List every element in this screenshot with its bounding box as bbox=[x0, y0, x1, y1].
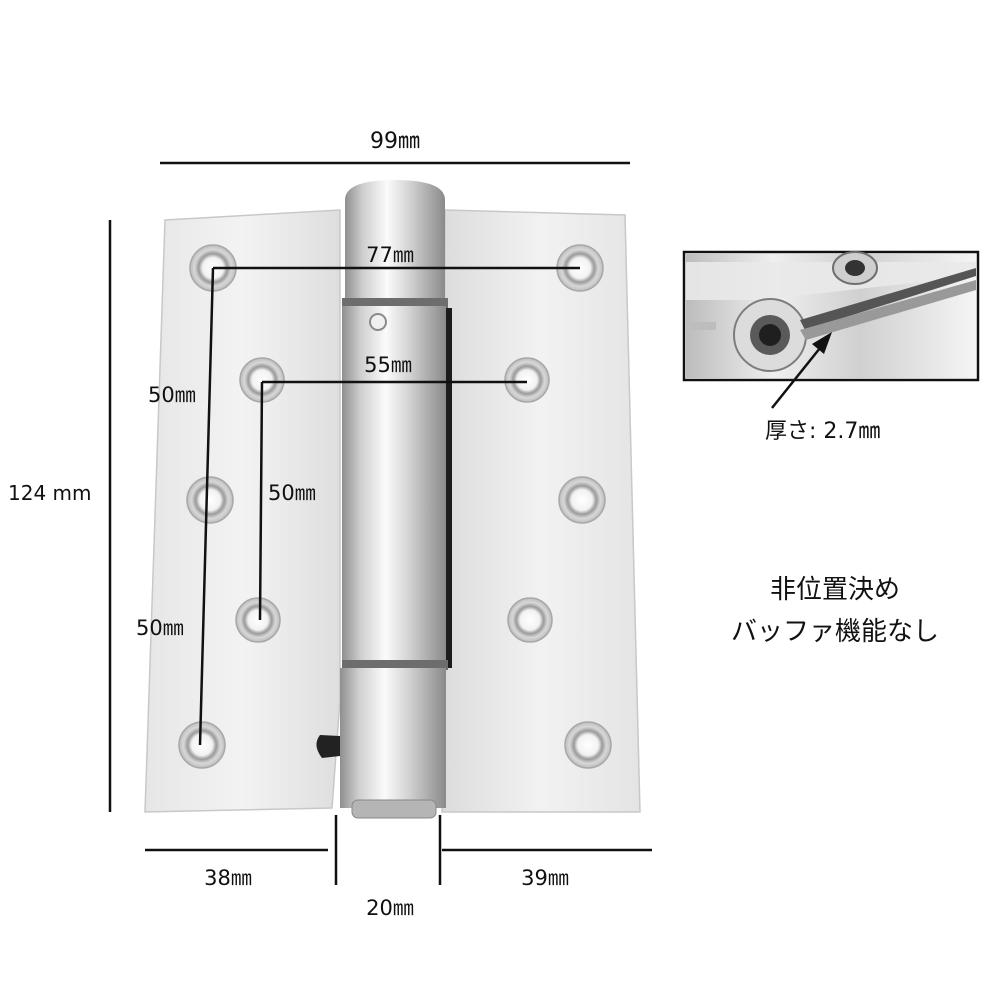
screw-hole bbox=[564, 721, 612, 769]
label-outer-vertical-upper: 50㎜ bbox=[148, 383, 196, 407]
note-line-1: 非位置決め bbox=[770, 575, 900, 605]
right-leaf bbox=[441, 209, 641, 813]
label-outer-vertical-lower: 50㎜ bbox=[136, 616, 184, 640]
thickness-inset bbox=[682, 250, 980, 382]
label-overall-width: 99㎜ bbox=[370, 129, 420, 154]
label-right-leaf: 39㎜ bbox=[521, 866, 569, 890]
left-leaf bbox=[144, 209, 341, 813]
dim-line-outer-vertical bbox=[198, 267, 215, 746]
screw-hole bbox=[507, 597, 553, 643]
label-overall-height: 124 mm bbox=[8, 481, 92, 505]
thickness-arrow-shaft bbox=[771, 347, 821, 409]
label-outer-spacing: 77㎜ bbox=[366, 243, 414, 267]
screw-hole bbox=[504, 357, 550, 403]
note-line-2: バッファ機能なし bbox=[731, 617, 939, 647]
label-inner-vertical: 50㎜ bbox=[268, 481, 316, 505]
screw-hole bbox=[178, 721, 226, 769]
dim-line-inner-vertical bbox=[258, 381, 264, 621]
screw-hole bbox=[558, 476, 606, 524]
screw-holes bbox=[178, 244, 612, 769]
dimension-lines bbox=[108, 161, 652, 885]
hinge-barrel bbox=[316, 180, 448, 819]
label-inner-spacing: 55㎜ bbox=[364, 353, 412, 377]
thickness-arrow-head bbox=[812, 332, 832, 354]
label-left-leaf: 38㎜ bbox=[204, 866, 252, 890]
label-thickness: 厚さ: 2.7㎜ bbox=[765, 419, 880, 444]
screw-hole bbox=[235, 597, 281, 643]
label-knuckle-width: 20㎜ bbox=[366, 896, 414, 920]
screw-hole bbox=[186, 476, 234, 524]
